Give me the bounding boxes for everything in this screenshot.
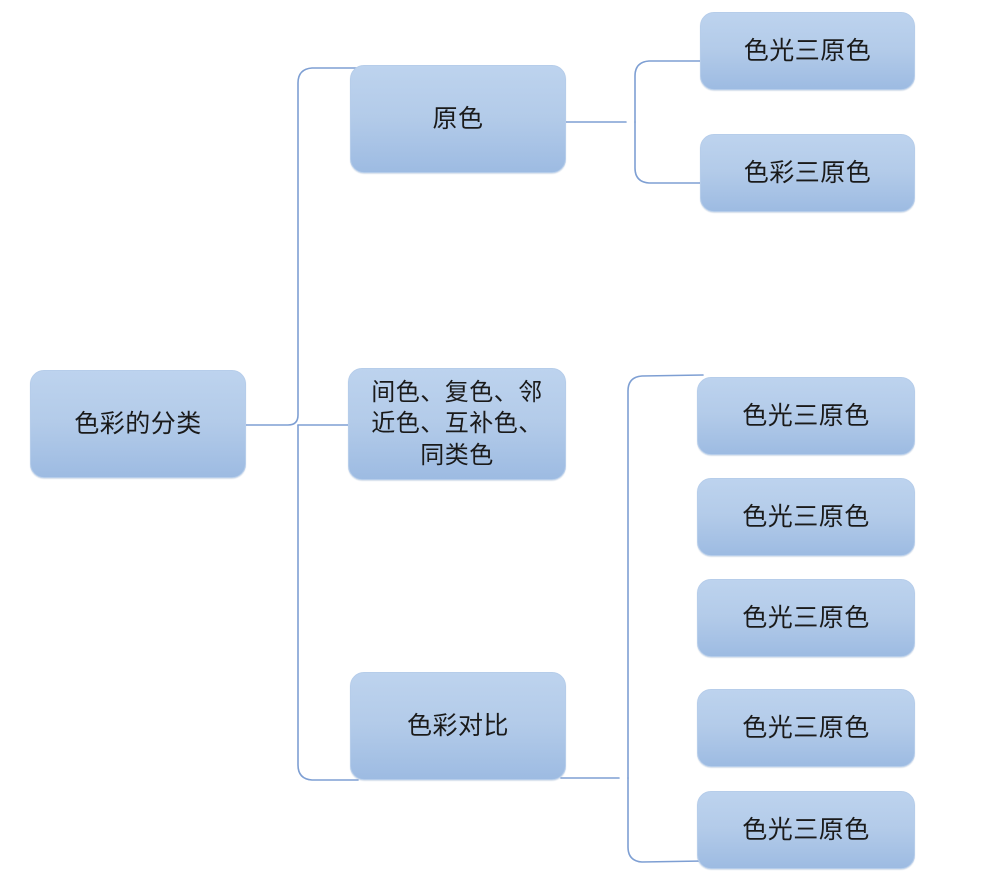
leaf-node-duibi-4[interactable]: 色光三原色 [697,689,915,767]
branch-node-duibi[interactable]: 色彩对比 [350,672,566,780]
connector-yuanse-to-leaves [560,50,710,230]
branch-node-yuanse[interactable]: 原色 [350,65,566,173]
connector-branch-bottom [297,424,359,781]
connector-duibi-trunk-upper [627,374,704,779]
leaf-node-yuanse-2[interactable]: 色彩三原色 [700,134,915,212]
connector-duibi-to-leaves [555,365,715,870]
branch-node-jianse[interactable]: 间色、复色、邻近色、互补色、同类色 [348,368,566,480]
leaf-node-duibi-1[interactable]: 色光三原色 [697,377,915,455]
root-node[interactable]: 色彩的分类 [30,370,246,478]
connector-yuanse-leaf-1 [634,60,703,123]
connector-duibi-trunk-lower [627,777,704,863]
connector-branch-top [245,67,359,426]
connector-yuanse-leaf-2 [634,121,703,184]
leaf-node-duibi-2[interactable]: 色光三原色 [697,478,915,556]
leaf-node-duibi-3[interactable]: 色光三原色 [697,579,915,657]
leaf-node-yuanse-1[interactable]: 色光三原色 [700,12,915,90]
leaf-node-duibi-5[interactable]: 色光三原色 [697,791,915,869]
